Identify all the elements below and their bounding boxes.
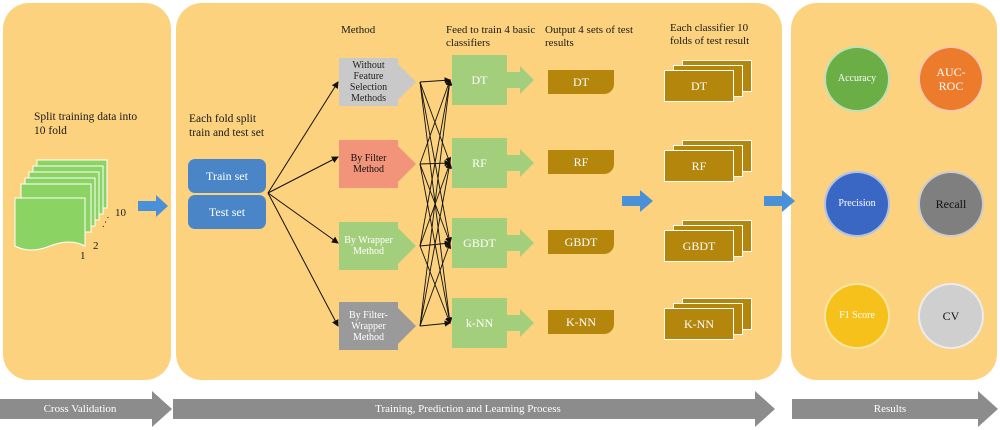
training-arrow-shape	[173, 391, 775, 427]
metric-circle: Recall	[918, 171, 984, 237]
fold-number-2: 2	[93, 240, 99, 252]
classifier-box: DT	[452, 55, 507, 105]
classifier-arrow	[506, 229, 534, 257]
method-to-classifier-line	[419, 320, 451, 327]
split-data-label: Split training data into 10 fold	[34, 111, 138, 137]
cv-to-main-arrow	[138, 195, 168, 217]
method-arrow-head-svg	[398, 228, 416, 264]
folds-to-results-arrow	[764, 190, 795, 212]
fold-to-method-line	[267, 156, 339, 194]
metric-circle: CV	[918, 283, 984, 349]
fold-to-method-line	[267, 81, 339, 194]
classifier-arrow-svg	[506, 66, 534, 94]
classifier-box: RF	[452, 138, 507, 188]
output-box: RF	[548, 150, 614, 174]
method-box: Without Feature Selection Methods	[339, 58, 398, 106]
method-to-classifier-line	[419, 77, 451, 84]
method-arrow-head-svg	[398, 146, 416, 182]
classifier-arrow-svg	[506, 229, 534, 257]
classifier-arrow	[506, 309, 534, 337]
fold-front: K-NN	[664, 308, 734, 340]
method-to-classifier-line	[419, 242, 452, 327]
results-arrow-shape	[792, 391, 998, 427]
fold-number-10: 10	[115, 207, 126, 219]
method-to-classifier-line	[419, 79, 453, 327]
classifier-arrow-svg	[506, 149, 534, 177]
metric-circle: F1 Score	[824, 283, 890, 349]
fold-to-method-line	[267, 192, 339, 327]
fold-sheet-front	[14, 197, 86, 251]
fold-split-label: Each fold split train and test set	[189, 113, 265, 139]
test-set-box: Test set	[188, 195, 266, 229]
classifier-arrow-svg	[506, 309, 534, 337]
fold-stack-diagram	[14, 159, 108, 251]
block-arrows	[138, 190, 795, 217]
method-box: By Filter Method	[339, 140, 398, 188]
metric-circle: AUC-ROC	[918, 46, 984, 112]
classifier-arrow	[506, 149, 534, 177]
metric-circle: Accuracy	[824, 46, 890, 112]
output-header: Output 4 sets of test results	[545, 24, 633, 49]
method-to-classifier-lines	[419, 77, 453, 327]
method-arrow-head	[398, 146, 416, 182]
classifier-arrow	[506, 66, 534, 94]
method-box: By Filter-Wrapper Method	[339, 302, 398, 350]
stage-arrows	[0, 391, 998, 427]
output-box: GBDT	[548, 230, 614, 254]
fold-number-1: 1	[80, 250, 86, 262]
stage-results: Results	[873, 403, 907, 415]
train-set-box: Train set	[188, 159, 266, 193]
metric-circle: Precision	[824, 171, 890, 237]
fold-sheets	[14, 159, 108, 251]
output-box: K-NN	[548, 310, 614, 334]
method-arrow-head	[398, 308, 416, 344]
fold-front: DT	[664, 70, 734, 102]
fold-front: GBDT	[664, 230, 734, 262]
cross-validation-arrow-shape	[0, 391, 172, 427]
method-arrow-head	[398, 228, 416, 264]
fold-to-method-line	[267, 192, 339, 244]
method-arrow-head-svg	[398, 64, 416, 100]
method-arrow-head	[398, 64, 416, 100]
fold-to-method-lines	[267, 81, 339, 327]
method-header: Method	[341, 24, 376, 36]
feed-header: Feed to train 4 basic classifiers	[446, 24, 536, 49]
fold-front: RF	[664, 150, 734, 182]
output-box: DT	[548, 70, 614, 94]
method-arrow-head-svg	[398, 308, 416, 344]
output-to-folds-arrow	[622, 190, 653, 212]
method-box: By Wrapper Method	[339, 222, 398, 270]
method-to-classifier-line	[419, 79, 453, 247]
folds-header: Each classifier 10 folds of test result	[670, 22, 750, 47]
method-to-classifier-line	[419, 162, 453, 327]
classifier-box: k-NN	[452, 298, 507, 348]
stage-cross-validation: Cross Validation	[43, 403, 117, 415]
method-to-classifier-line	[419, 79, 452, 165]
classifier-box: GBDT	[452, 218, 507, 268]
stage-training: Training, Prediction and Learning Proces…	[375, 403, 561, 415]
